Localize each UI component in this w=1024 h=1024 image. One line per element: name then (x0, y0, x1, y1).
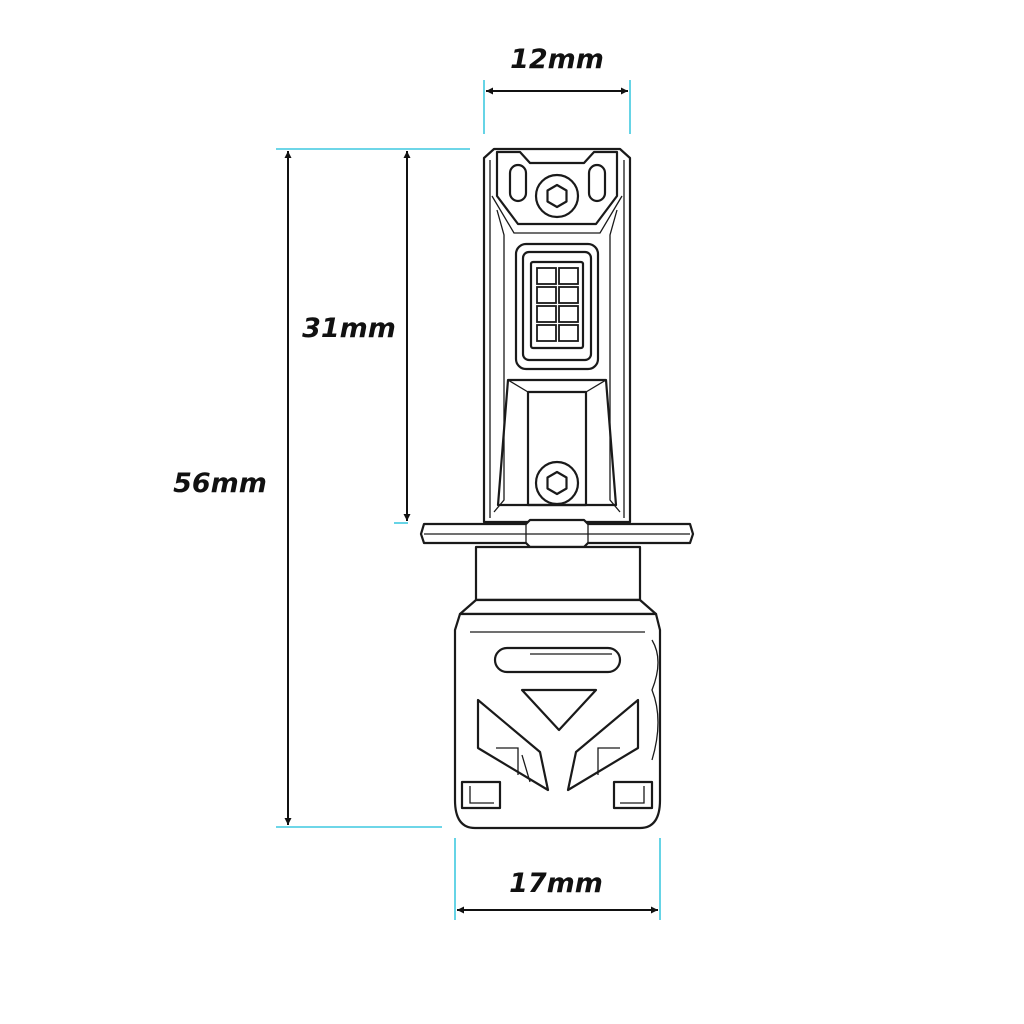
base-right-contour (651, 639, 659, 761)
slot-left (508, 163, 528, 203)
cutout-left-detail (496, 747, 531, 783)
neck (458, 545, 658, 616)
top-cap-bevel (491, 195, 623, 234)
led-cell (536, 286, 557, 304)
cutout-center-triangle (520, 688, 598, 732)
led-window-outer (514, 242, 600, 371)
led-cell (558, 267, 579, 285)
base-outline (453, 612, 662, 830)
housing-outline (482, 147, 632, 524)
dimension-lines (284, 87, 658, 914)
bottom-screw-hex-icon (546, 470, 568, 496)
slot-right (587, 163, 607, 203)
neck-taper (458, 598, 658, 616)
bottom-screw-outer (534, 460, 580, 506)
led-chip-frame (529, 260, 585, 350)
cutout-right (566, 698, 640, 792)
cutout-left (476, 698, 550, 792)
led-cell (536, 305, 557, 323)
top-cap (495, 150, 619, 226)
lower-plate-bevel-left (507, 379, 529, 393)
led-cell (558, 286, 579, 304)
lower-plate (496, 378, 618, 507)
clip-tab-left (460, 780, 502, 810)
mounting-flange (419, 518, 695, 549)
led-cell (536, 324, 557, 342)
clip-tab-left-inner (469, 786, 494, 804)
led-bulb (419, 147, 695, 830)
top-screw-hex-icon (546, 183, 568, 209)
top-screw-outer (534, 173, 580, 219)
label-total-height: 56mm (173, 468, 267, 499)
clip-tab-right-inner (620, 786, 645, 804)
clip-tab-right (612, 780, 654, 810)
led-cell (558, 305, 579, 323)
cutout-right-detail (597, 747, 620, 775)
led-chip-grid (536, 267, 579, 342)
label-bottom-width: 17mm (509, 868, 603, 899)
extension-lines (276, 80, 661, 920)
led-cell (558, 324, 579, 342)
lower-plate-bevel-right (585, 379, 607, 393)
upper-housing (482, 147, 632, 524)
label-upper-height: 31mm (302, 313, 396, 344)
led-window-inner (521, 250, 593, 362)
neck-outline (474, 545, 642, 602)
label-top-width: 12mm (510, 44, 604, 75)
vent-slot (493, 646, 622, 674)
led-cell (536, 267, 557, 285)
heatsink-base (453, 612, 662, 830)
